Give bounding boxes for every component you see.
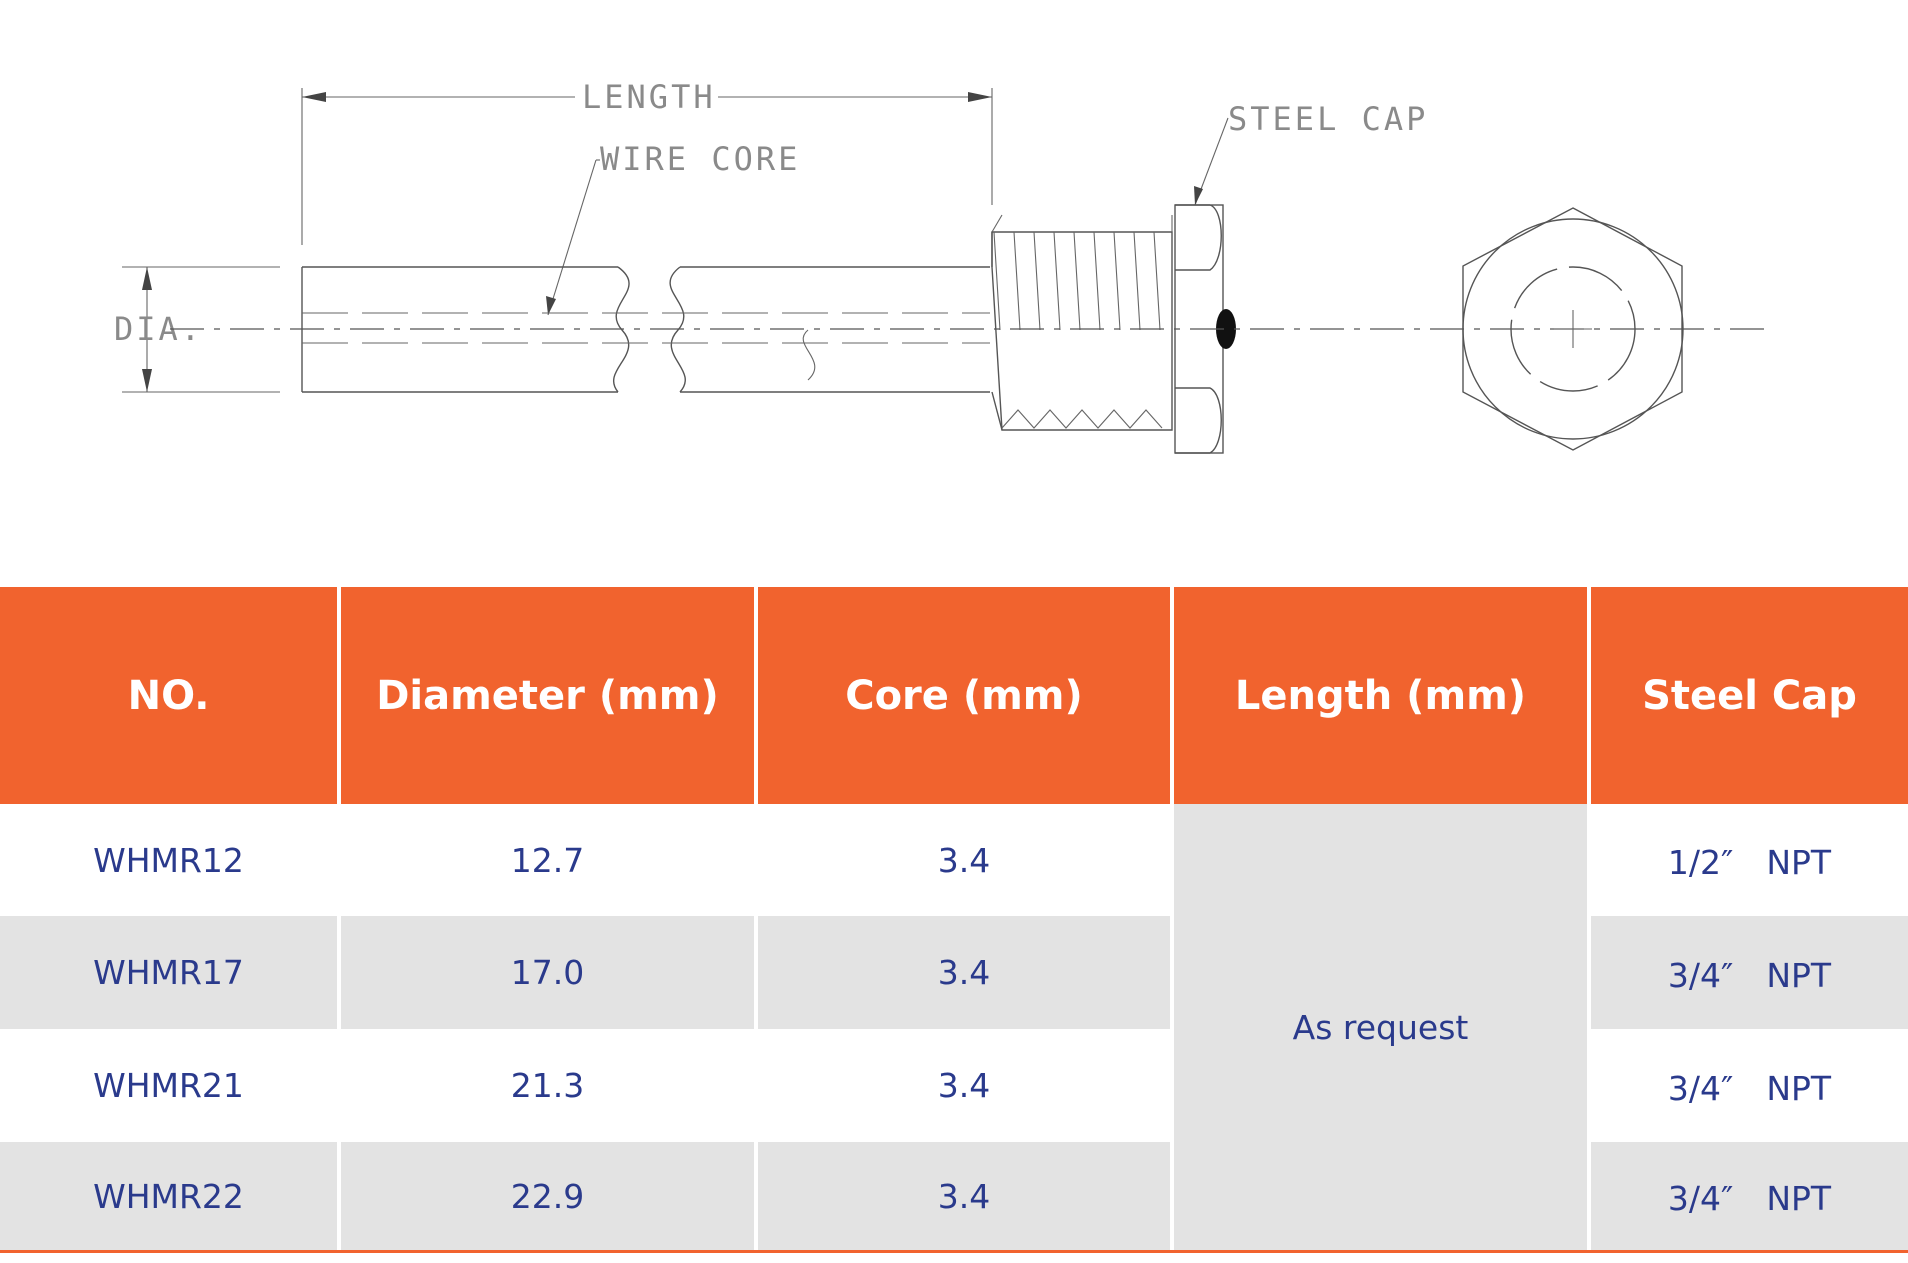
cell-core: 3.4 xyxy=(937,953,991,992)
table-row-2-diameter: 17.0 xyxy=(341,916,754,1029)
table-row-1-cap: 1/2″ NPT xyxy=(1591,804,1908,916)
table-row-1-no: WHMR12 xyxy=(0,804,337,916)
anode-technical-drawing: LENGTH WIRE CORE STEEL CAP DIA. xyxy=(0,0,1908,580)
table-row-2-cap: 3/4″ NPT xyxy=(1591,916,1908,1029)
table-row-2-no: WHMR17 xyxy=(0,916,337,1029)
table-header-row: NO. Diameter (mm) Core (mm) Length (mm) … xyxy=(0,587,1908,804)
drawing-svg: LENGTH WIRE CORE STEEL CAP DIA. xyxy=(114,78,1770,454)
length-dimension: LENGTH xyxy=(301,78,993,245)
cell-core: 3.4 xyxy=(937,1176,991,1216)
threaded-plug xyxy=(991,214,1173,431)
header-diameter: Diameter (mm) xyxy=(341,587,754,804)
cell-cap: 3/4″ NPT xyxy=(1667,1179,1832,1218)
spec-table: NO. Diameter (mm) Core (mm) Length (mm) … xyxy=(0,587,1908,1253)
table-row-4-no: WHMR22 xyxy=(0,1142,337,1250)
cell-core: 3.4 xyxy=(937,840,991,880)
cell-cap: 3/4″ NPT xyxy=(1667,955,1832,995)
cell-diameter: 22.9 xyxy=(510,1176,585,1216)
length-merged-cell: As request xyxy=(1174,804,1587,1250)
dia-dimension: DIA. xyxy=(114,266,280,393)
cell-cap: 3/4″ NPT xyxy=(1667,1068,1832,1108)
cell-cap: 1/2″ NPT xyxy=(1667,843,1832,882)
header-length-label: Length (mm) xyxy=(1234,672,1527,719)
cell-diameter: 17.0 xyxy=(510,953,585,992)
cell-no: WHMR22 xyxy=(93,1176,244,1216)
table-row-4-diameter: 22.9 xyxy=(341,1142,754,1250)
cell-length: As request xyxy=(1292,1007,1469,1047)
wire-core-leader: WIRE CORE xyxy=(546,140,800,316)
cell-no: WHMR17 xyxy=(93,953,244,992)
cell-diameter: 12.7 xyxy=(510,840,585,880)
cell-diameter: 21.3 xyxy=(510,1066,585,1105)
steel-cap-end-view xyxy=(1462,207,1684,451)
header-steel-cap-label: Steel Cap xyxy=(1642,672,1857,719)
table-row-1-diameter: 12.7 xyxy=(341,804,754,916)
table-row-1-core: 3.4 xyxy=(758,804,1170,916)
cell-no: WHMR21 xyxy=(93,1066,244,1105)
table-row-3-cap: 3/4″ NPT xyxy=(1591,1029,1908,1142)
table-row-4-core: 3.4 xyxy=(758,1142,1170,1250)
table-row-3-diameter: 21.3 xyxy=(341,1029,754,1142)
header-core: Core (mm) xyxy=(758,587,1170,804)
header-no: NO. xyxy=(0,587,337,804)
header-length: Length (mm) xyxy=(1174,587,1587,804)
table-row-3-core: 3.4 xyxy=(758,1029,1170,1142)
steel-cap-label: STEEL CAP xyxy=(1228,100,1428,138)
table-row-4-cap: 3/4″ NPT xyxy=(1591,1142,1908,1250)
length-label: LENGTH xyxy=(582,78,716,116)
rod-body xyxy=(301,266,990,393)
header-no-label: NO. xyxy=(127,672,210,719)
wire-core-label: WIRE CORE xyxy=(600,140,800,178)
header-steel-cap: Steel Cap xyxy=(1591,587,1908,804)
table-bottom-rule xyxy=(0,1250,1908,1253)
header-diameter-label: Diameter (mm) xyxy=(376,672,719,719)
cell-no: WHMR12 xyxy=(93,840,244,880)
steel-cap-leader: STEEL CAP xyxy=(1194,100,1428,206)
header-core-label: Core (mm) xyxy=(845,672,1083,719)
table-row-3-no: WHMR21 xyxy=(0,1029,337,1142)
cell-core: 3.4 xyxy=(937,1066,991,1105)
table-row-2-core: 3.4 xyxy=(758,916,1170,1029)
